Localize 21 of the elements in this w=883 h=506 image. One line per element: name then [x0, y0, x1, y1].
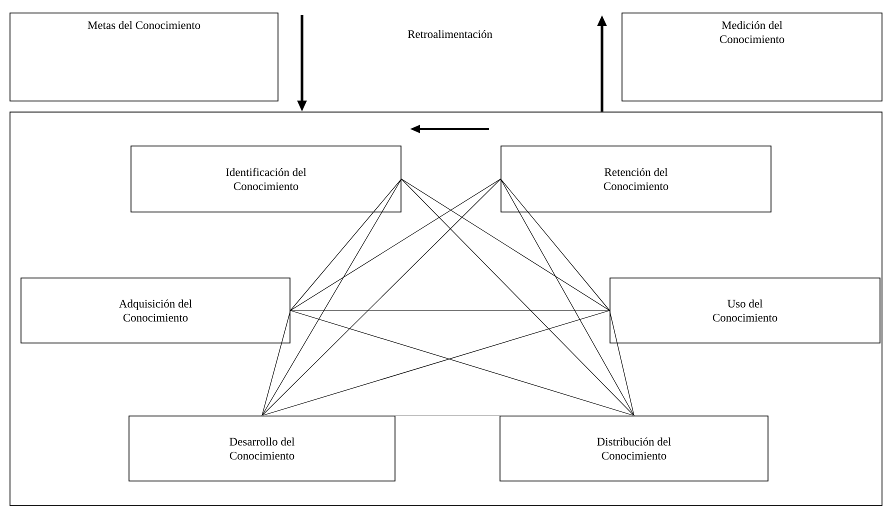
connector-line [500, 178, 610, 311]
process-box: Desarrollo del Conocimiento [128, 416, 396, 482]
process-box: Adquisición del Conocimiento [20, 278, 290, 344]
process-box: Uso del Conocimiento [610, 278, 880, 344]
label-text: Retroalimentación [408, 30, 492, 38]
connector-line [262, 178, 402, 416]
process-box: Identificación del Conocimiento [130, 146, 402, 212]
connector-line [609, 310, 634, 416]
connector-line [401, 178, 634, 416]
connector-line [290, 178, 402, 311]
heading-box: Metas del Conocimiento [10, 12, 278, 102]
connector-line [262, 310, 291, 416]
heading-box: Medición del Conocimiento [622, 12, 882, 102]
process-box: Distribución del Conocimiento [500, 416, 768, 482]
connector-line [290, 178, 501, 311]
connector-line [290, 310, 610, 311]
process-box: Retención del Conocimiento [500, 146, 772, 212]
connector-line [500, 178, 634, 416]
connector-line [262, 415, 634, 416]
connector-line [262, 178, 501, 416]
connector-line [401, 178, 610, 311]
